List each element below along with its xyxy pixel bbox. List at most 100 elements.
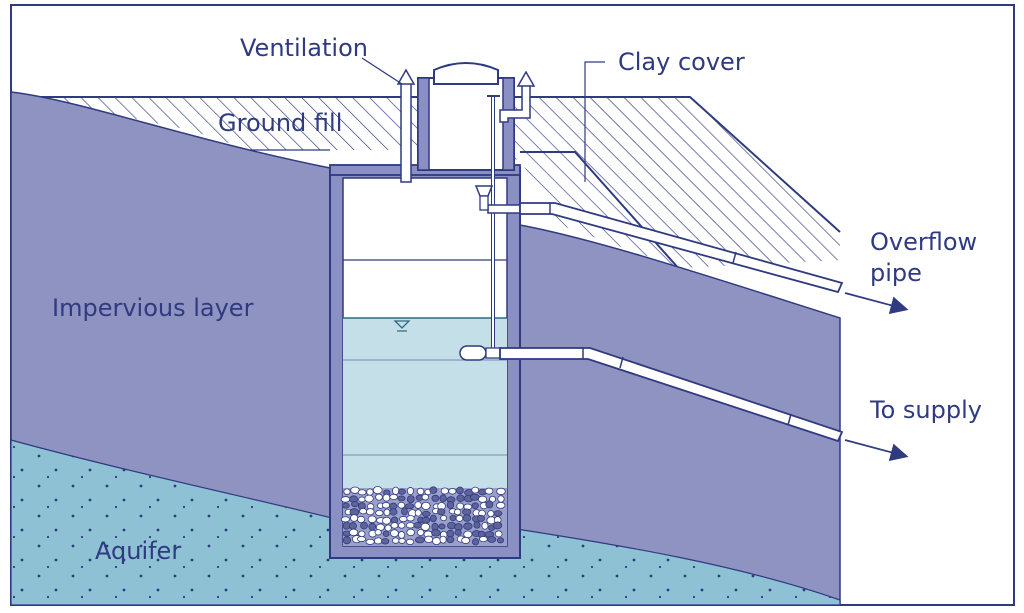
gravel-stone bbox=[440, 487, 449, 495]
gravel-stone bbox=[375, 509, 384, 516]
ventilation-arrow-right bbox=[516, 70, 536, 87]
manhole-riser bbox=[417, 77, 515, 171]
gravel-stone bbox=[448, 488, 457, 495]
gravel-stone bbox=[462, 514, 472, 522]
gravel-stone bbox=[493, 510, 503, 517]
label-ventilation: Ventilation bbox=[240, 34, 368, 62]
gravel-stone bbox=[449, 514, 457, 522]
gravel-stone bbox=[358, 530, 366, 538]
gravel-stone bbox=[487, 510, 495, 518]
label-impervious: Impervious layer bbox=[52, 294, 254, 322]
gravel-stone bbox=[382, 530, 390, 537]
gravel-stone bbox=[439, 494, 447, 503]
ventilation-arrow-left bbox=[396, 68, 416, 85]
gravel-stone bbox=[398, 522, 406, 529]
gravel-stone bbox=[431, 494, 440, 502]
gravel-stone bbox=[432, 537, 442, 546]
gravel-stone bbox=[383, 508, 391, 517]
gravel-stone bbox=[341, 502, 350, 509]
gravel-stone bbox=[366, 488, 374, 496]
gravel-stone bbox=[413, 521, 422, 529]
gravel-stone bbox=[374, 529, 382, 536]
gravel-stone bbox=[497, 537, 505, 544]
gravel-stone bbox=[365, 538, 375, 545]
gravel-stone bbox=[455, 514, 464, 522]
gravel-stone bbox=[398, 537, 406, 544]
label-aquifer: Aquifer bbox=[95, 537, 181, 565]
gravel-stone bbox=[496, 501, 506, 509]
gravel-stone bbox=[456, 502, 464, 510]
gravel-stone bbox=[397, 495, 406, 502]
gravel-stone bbox=[342, 536, 352, 545]
gravel-stone bbox=[382, 516, 391, 525]
gravel-stone bbox=[357, 515, 366, 524]
gravel-stone bbox=[496, 487, 506, 495]
gravel-stone bbox=[440, 514, 448, 522]
gravel-stone bbox=[456, 486, 464, 495]
gravel-stone bbox=[391, 537, 400, 544]
gravel-stone bbox=[375, 493, 383, 501]
gravel-stone bbox=[417, 528, 425, 537]
gravel-stone bbox=[390, 529, 399, 538]
gravel-stone bbox=[471, 486, 480, 494]
gravel-stone bbox=[401, 507, 408, 516]
gravel-stone bbox=[357, 489, 367, 496]
label-overflow: Overflow bbox=[870, 228, 977, 256]
gravel-stone bbox=[366, 508, 375, 516]
gravel-stone bbox=[484, 487, 494, 495]
gravel-stone bbox=[350, 514, 359, 522]
gravel-stone bbox=[414, 509, 422, 517]
overflow-pipe bbox=[474, 185, 844, 294]
gravel-stone bbox=[349, 528, 359, 537]
gravel-stone bbox=[485, 500, 494, 509]
gravel-stone bbox=[454, 529, 462, 536]
gravel-stone bbox=[438, 523, 446, 530]
gravel-stone bbox=[389, 493, 398, 501]
gravel-stone bbox=[461, 536, 470, 544]
gravel-bed bbox=[340, 486, 507, 546]
gravel-stone bbox=[398, 488, 406, 495]
aquifer-dots bbox=[11, 440, 840, 605]
gravel-stone bbox=[404, 503, 415, 510]
label-ground-fill: Ground fill bbox=[218, 109, 342, 137]
mound-outline bbox=[26, 96, 841, 233]
gravel-stone bbox=[356, 536, 367, 542]
label-pipe: pipe bbox=[870, 259, 922, 287]
water-level-icon bbox=[393, 320, 411, 332]
ventilation-leader bbox=[361, 57, 403, 85]
gravel-stone bbox=[431, 529, 441, 537]
gravel-stone bbox=[368, 522, 377, 531]
gravel-stone bbox=[406, 495, 415, 504]
gravel-stone bbox=[389, 508, 398, 516]
gravel-stone bbox=[360, 521, 368, 530]
riser-wall-right bbox=[502, 77, 515, 171]
overflow-arrow-icon bbox=[844, 292, 909, 314]
gravel-stone bbox=[349, 522, 357, 530]
gravel-stone bbox=[462, 508, 472, 516]
gravel-stone bbox=[399, 516, 408, 523]
gravel-stone bbox=[381, 501, 391, 509]
gravel-stone bbox=[492, 521, 503, 530]
supply-pipe bbox=[459, 345, 844, 443]
gravel-stone bbox=[479, 536, 488, 543]
gravel-stone bbox=[416, 487, 425, 496]
gravel-stone bbox=[421, 501, 431, 510]
gravel-stone bbox=[406, 528, 415, 537]
clay-cover-leader bbox=[584, 61, 605, 182]
gravel-stone bbox=[340, 516, 350, 523]
gravel-stone bbox=[373, 537, 383, 545]
gravel-stone bbox=[421, 493, 430, 501]
gravel-stone bbox=[359, 508, 368, 515]
gravel-stone bbox=[487, 535, 497, 543]
gravel-stone bbox=[439, 535, 447, 544]
gravel-stone bbox=[351, 500, 360, 508]
gravel-stone bbox=[406, 487, 414, 496]
gravel-stone bbox=[397, 501, 406, 509]
gravel-stone bbox=[381, 538, 390, 545]
gravel-stone bbox=[372, 486, 383, 495]
gravel-stone bbox=[477, 514, 485, 522]
gravel-stone bbox=[446, 536, 455, 544]
gravel-stone bbox=[415, 536, 425, 544]
gravel-stone bbox=[384, 524, 392, 532]
